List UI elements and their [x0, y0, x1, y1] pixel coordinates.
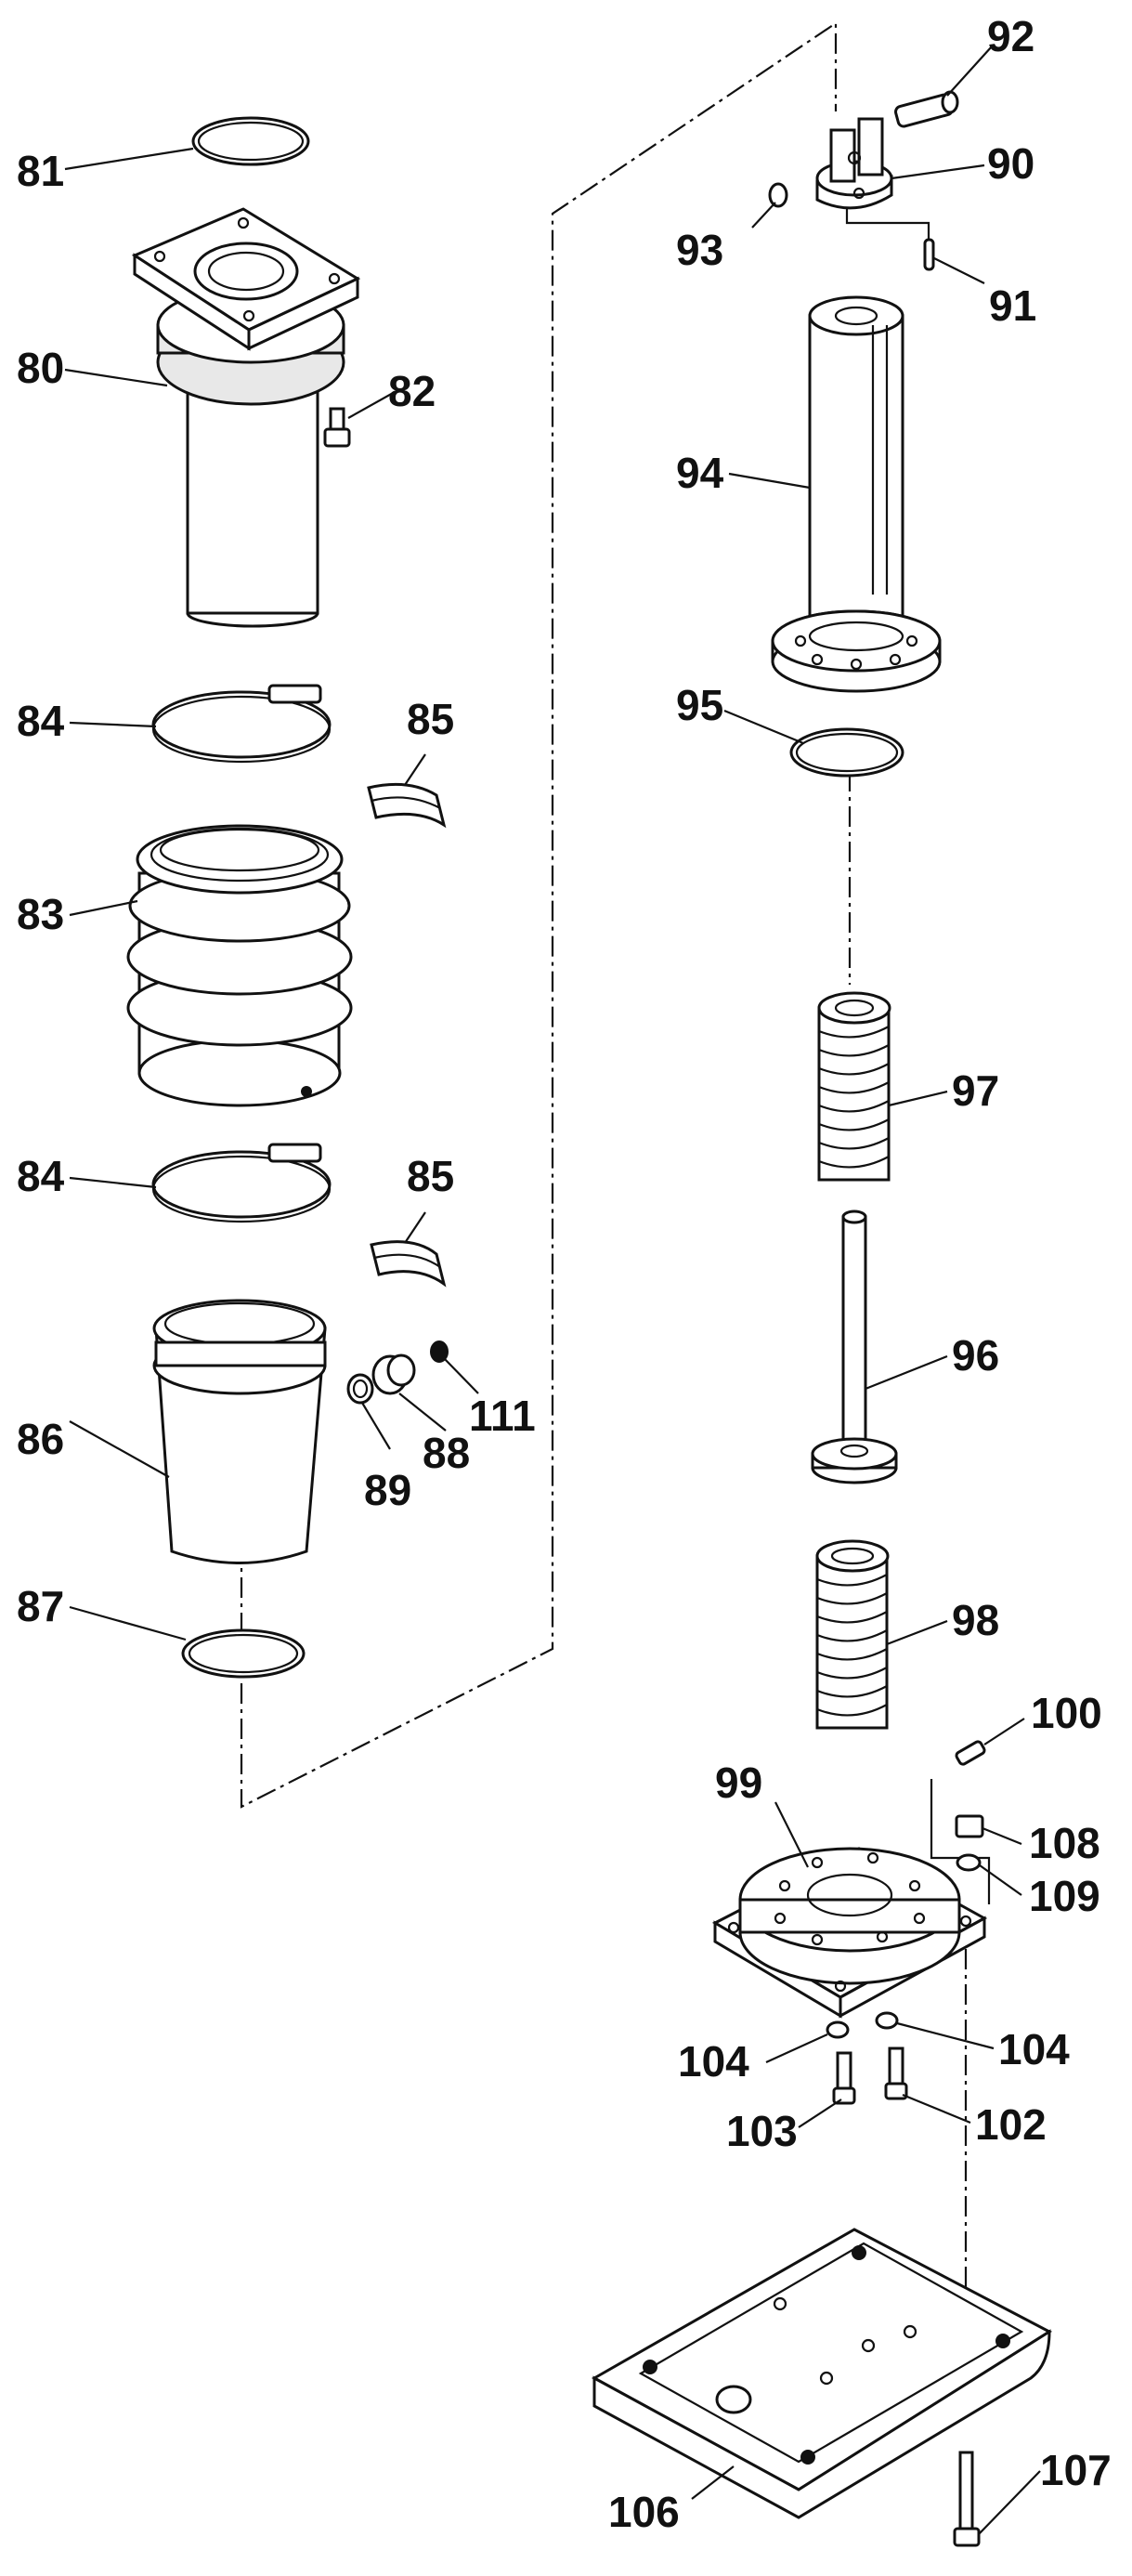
label-103: 103 — [726, 2107, 798, 2155]
part-86-lower-housing — [152, 1299, 327, 1564]
part-labels: 81 80 82 84 85 83 84 85 86 87 89 88 111 … — [17, 12, 1112, 2536]
leader-lines — [64, 46, 1041, 2535]
label-100: 100 — [1031, 1689, 1102, 1737]
part-85-pad-upper — [367, 782, 447, 829]
part-108-nut — [955, 1814, 984, 1838]
part-83-bellows — [126, 824, 353, 1107]
label-87: 87 — [17, 1582, 64, 1630]
label-84a: 84 — [17, 697, 65, 745]
part-87-o-ring — [181, 1628, 306, 1679]
part-99-spring-seat-plate — [711, 1847, 988, 2019]
label-84b: 84 — [17, 1152, 65, 1200]
part-100-fitting — [955, 1740, 986, 1766]
label-88: 88 — [423, 1429, 470, 1477]
part-94-guide-tube — [771, 295, 942, 693]
label-95: 95 — [676, 681, 723, 729]
part-104-washer-left — [826, 2020, 850, 2039]
label-93: 93 — [676, 226, 723, 274]
part-102-bolt — [884, 2046, 908, 2100]
label-94: 94 — [676, 449, 724, 497]
label-106: 106 — [608, 2488, 680, 2536]
part-89-washer — [346, 1373, 374, 1405]
label-98: 98 — [952, 1596, 999, 1644]
part-98-spring-lower — [815, 1539, 890, 1730]
part-93-snap-ring — [768, 182, 788, 208]
part-91-roll-pin — [923, 238, 935, 271]
label-91: 91 — [989, 281, 1036, 330]
label-109: 109 — [1029, 1872, 1100, 1920]
label-108: 108 — [1029, 1819, 1100, 1867]
label-81: 81 — [17, 147, 64, 195]
part-84-clamp-upper — [151, 684, 332, 764]
label-89: 89 — [364, 1466, 411, 1514]
label-96: 96 — [952, 1331, 999, 1380]
label-85b: 85 — [407, 1152, 454, 1200]
part-92-pin — [894, 90, 959, 128]
part-103-bolt — [832, 2051, 856, 2105]
part-85-pad-lower — [370, 1240, 447, 1288]
label-102: 102 — [975, 2100, 1047, 2149]
label-97: 97 — [952, 1066, 999, 1115]
part-109-washer — [956, 1853, 982, 1872]
part-104-washer-right — [875, 2011, 899, 2030]
part-84-clamp-lower — [151, 1143, 332, 1223]
label-104a: 104 — [678, 2037, 749, 2086]
part-96-piston-rod — [811, 1210, 898, 1484]
label-86: 86 — [17, 1415, 64, 1463]
part-88-plug — [371, 1353, 416, 1395]
label-83: 83 — [17, 890, 64, 938]
label-111: 111 — [469, 1392, 536, 1440]
part-82-bolt — [323, 407, 351, 448]
label-104b: 104 — [998, 2025, 1070, 2073]
part-95-o-ring — [789, 727, 904, 778]
part-97-spring-upper — [817, 991, 891, 1182]
label-99: 99 — [715, 1759, 762, 1807]
part-81-o-ring — [191, 116, 310, 166]
label-90: 90 — [987, 139, 1034, 188]
label-92: 92 — [987, 12, 1034, 60]
part-80-upper-housing — [131, 207, 361, 628]
part-111-ball — [430, 1340, 449, 1363]
part-107-long-bolt — [953, 2451, 981, 2547]
label-80: 80 — [17, 344, 64, 392]
part-90-clevis — [815, 117, 893, 210]
label-85a: 85 — [407, 695, 454, 743]
part-106-base-plate — [591, 2228, 1053, 2519]
label-107: 107 — [1040, 2446, 1112, 2494]
label-82: 82 — [388, 367, 436, 415]
